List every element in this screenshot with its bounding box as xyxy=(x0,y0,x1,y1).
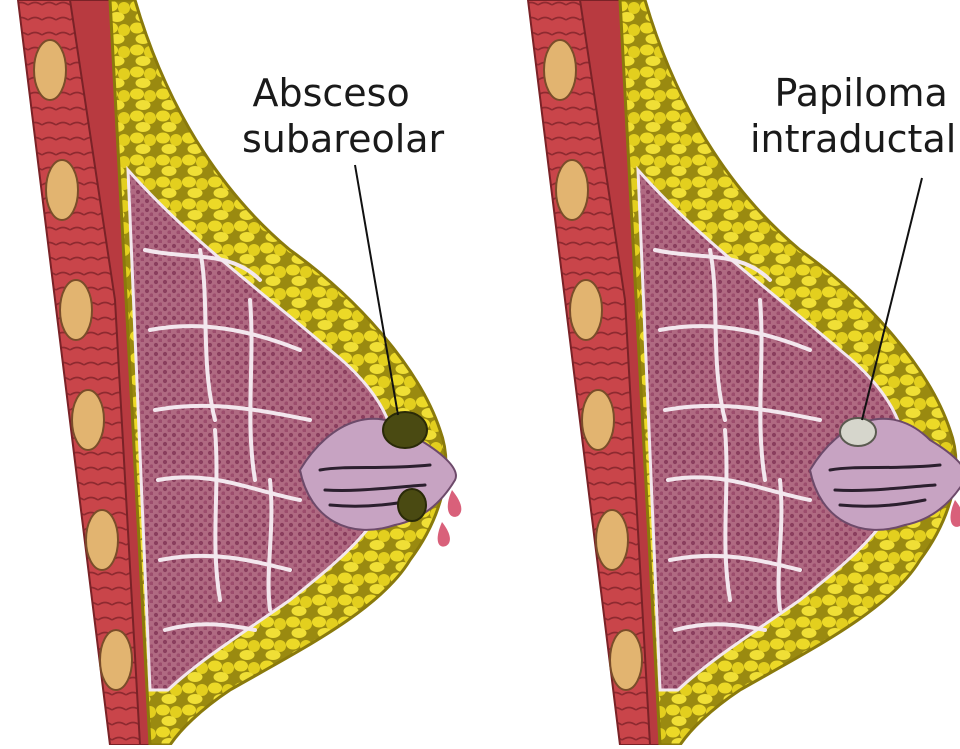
label-abscess-line2: subareolar xyxy=(218,116,444,162)
discharge-drop-1 xyxy=(448,490,462,517)
abscess-mass xyxy=(383,412,427,448)
label-papilloma-line1: Papiloma xyxy=(750,70,956,116)
abscess-mass-lower xyxy=(398,489,426,521)
label-abscess-line1: Absceso xyxy=(218,70,444,116)
label-papilloma-line2: intraductal xyxy=(750,116,956,162)
label-papilloma: Papiloma intraductal xyxy=(750,70,956,162)
papilloma-mass xyxy=(840,418,876,446)
label-abscess: Absceso subareolar xyxy=(218,70,444,162)
discharge-drop-2 xyxy=(438,522,450,547)
discharge-drop-3 xyxy=(951,500,960,527)
